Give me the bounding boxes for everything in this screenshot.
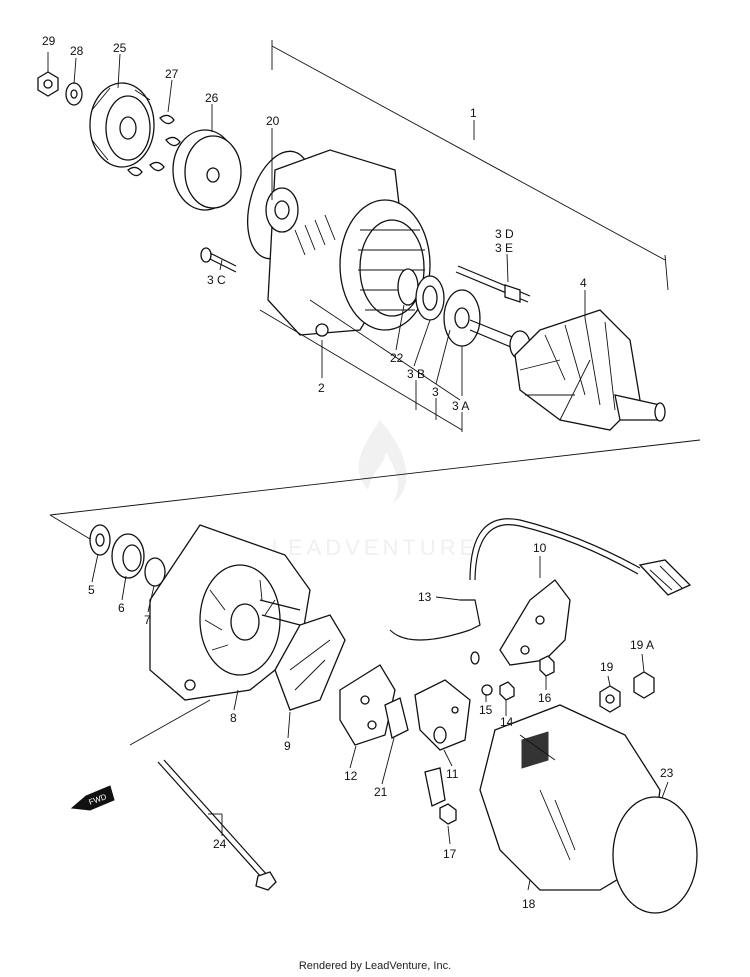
callout-27[interactable]: 27 xyxy=(165,67,179,81)
callout-29[interactable]: 29 xyxy=(42,34,56,48)
callout-13[interactable]: 13 xyxy=(418,590,432,604)
stator xyxy=(339,199,431,331)
callout-18[interactable]: 18 xyxy=(522,897,536,911)
watermark: LEADVENTURE xyxy=(272,420,479,560)
part-6-bearing[interactable] xyxy=(111,533,145,579)
part-29-nut[interactable] xyxy=(37,71,59,97)
callout-3e[interactable]: 3 E xyxy=(495,241,513,255)
part-16-screw[interactable] xyxy=(539,655,555,677)
callout-19[interactable]: 19 xyxy=(600,660,614,674)
callout-1[interactable]: 1 xyxy=(470,106,477,120)
callout-4[interactable]: 4 xyxy=(580,276,587,290)
upper-assembly-frame xyxy=(49,40,701,516)
callout-21[interactable]: 21 xyxy=(374,785,388,799)
callout-5[interactable]: 5 xyxy=(88,583,95,597)
callout-28[interactable]: 28 xyxy=(70,44,84,58)
callout-26[interactable]: 26 xyxy=(205,91,219,105)
footer-credit: Rendered by LeadVenture, Inc. xyxy=(298,960,452,972)
callout-3d[interactable]: 3 D xyxy=(495,227,514,241)
part-25-pulley[interactable] xyxy=(89,82,155,168)
part-12-regulator[interactable] xyxy=(339,664,396,746)
callout-19a[interactable]: 19 A xyxy=(630,638,654,652)
callout-8[interactable]: 8 xyxy=(230,711,237,725)
callout-11[interactable]: 11 xyxy=(446,767,459,781)
callout-9[interactable]: 9 xyxy=(284,739,291,753)
part-10-terminal-plate[interactable] xyxy=(469,518,641,666)
callout-22[interactable]: 22 xyxy=(390,351,404,365)
callout-16[interactable]: 16 xyxy=(538,691,552,705)
part-3a-retainer[interactable] xyxy=(443,289,481,347)
watermark-text: LEADVENTURE xyxy=(272,535,479,560)
part-9-rectifier-cover[interactable] xyxy=(274,614,346,711)
part-22-spacer[interactable] xyxy=(397,268,419,306)
callout-14[interactable]: 14 xyxy=(500,715,514,729)
callout-3[interactable]: 3 xyxy=(432,385,439,399)
part-3d-3e-stud[interactable] xyxy=(455,265,531,303)
callout-24[interactable]: 24 xyxy=(213,837,227,851)
part-5-washer[interactable] xyxy=(89,524,111,556)
part-4-rotor[interactable] xyxy=(469,309,666,431)
part-14-screw[interactable] xyxy=(499,681,515,701)
callout-3b[interactable]: 3 B xyxy=(407,367,425,381)
connector-plug[interactable] xyxy=(638,559,692,596)
part-23-cap[interactable] xyxy=(612,796,698,914)
callout-labels: 29 28 25 27 26 20 1 3 D 3 E 3 C 4 2 22 3… xyxy=(42,34,674,911)
callout-7[interactable]: 7 xyxy=(144,613,151,627)
lower-leaders xyxy=(91,553,669,891)
part-19-nut[interactable] xyxy=(599,685,621,713)
callout-17[interactable]: 17 xyxy=(443,847,457,861)
callout-23[interactable]: 23 xyxy=(660,766,674,780)
part-19a-nut[interactable] xyxy=(633,671,655,699)
part-17-terminal[interactable] xyxy=(424,767,457,825)
part-13-lead-wire[interactable] xyxy=(389,599,481,665)
part-15-washer[interactable] xyxy=(481,684,493,696)
part-3c-bolt[interactable] xyxy=(200,247,237,273)
part-27-dampers[interactable] xyxy=(127,114,181,177)
part-7-bearing-cover[interactable] xyxy=(144,557,166,587)
callout-3c[interactable]: 3 C xyxy=(207,273,226,287)
part-28-washer[interactable] xyxy=(65,82,83,106)
part-26-cushion[interactable] xyxy=(172,129,242,211)
part-11-brush-holder[interactable] xyxy=(414,679,471,751)
callout-3a[interactable]: 3 A xyxy=(452,399,469,413)
callout-20[interactable]: 20 xyxy=(266,114,280,128)
part-21-brush-holder[interactable] xyxy=(384,697,409,739)
callout-15[interactable]: 15 xyxy=(479,703,493,717)
fwd-arrow-icon: FWD xyxy=(70,785,115,811)
callout-10[interactable]: 10 xyxy=(533,541,547,555)
callout-6[interactable]: 6 xyxy=(118,601,125,615)
watermark-flame-icon xyxy=(358,420,407,504)
callout-25[interactable]: 25 xyxy=(113,41,127,55)
upper-leaders xyxy=(47,52,586,432)
part-24-through-bolt[interactable] xyxy=(157,759,277,891)
callout-12[interactable]: 12 xyxy=(344,769,358,783)
part-3b-bearing[interactable] xyxy=(415,275,445,321)
part-8-rear-housing[interactable] xyxy=(149,524,311,701)
callout-2[interactable]: 2 xyxy=(318,381,325,395)
